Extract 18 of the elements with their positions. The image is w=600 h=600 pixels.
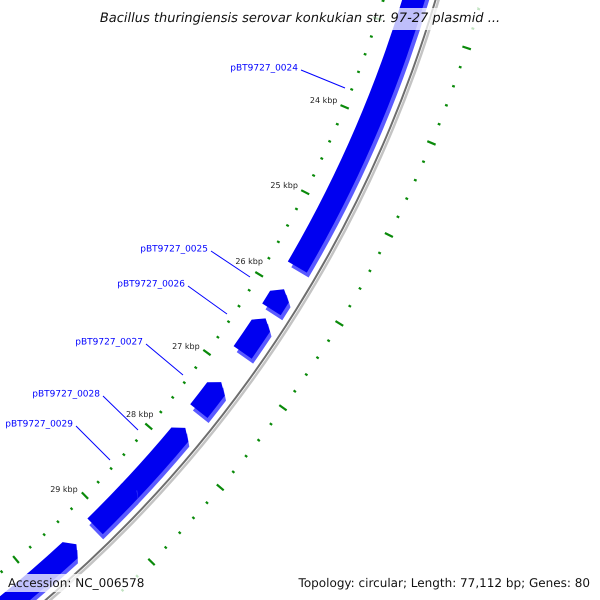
scale-label: 29 kbp	[50, 486, 78, 494]
leader-line	[300, 70, 346, 88]
gene-label: pBT9727_0027	[75, 338, 143, 348]
gene-label: pBT9727_0025	[140, 246, 208, 254]
gene-label: pBT9727_0029	[5, 420, 73, 430]
leader-line	[210, 250, 250, 278]
scale-label: 28 kbp	[126, 411, 154, 420]
gene-label: pBT9727_0028	[32, 390, 100, 400]
scale-label: 26 kbp	[235, 258, 263, 266]
leader-line	[188, 286, 228, 314]
scale-label: 25 kbp	[270, 182, 298, 190]
gene-label: pBT9727_0024	[230, 64, 298, 74]
leader-line	[102, 396, 138, 430]
leader-line	[76, 426, 110, 460]
scale-label: 27 kbp	[172, 342, 200, 351]
scale-label: 24 kbp	[310, 96, 338, 105]
gene-label: pBT9727_0026	[117, 280, 185, 290]
leader-line	[146, 344, 184, 376]
